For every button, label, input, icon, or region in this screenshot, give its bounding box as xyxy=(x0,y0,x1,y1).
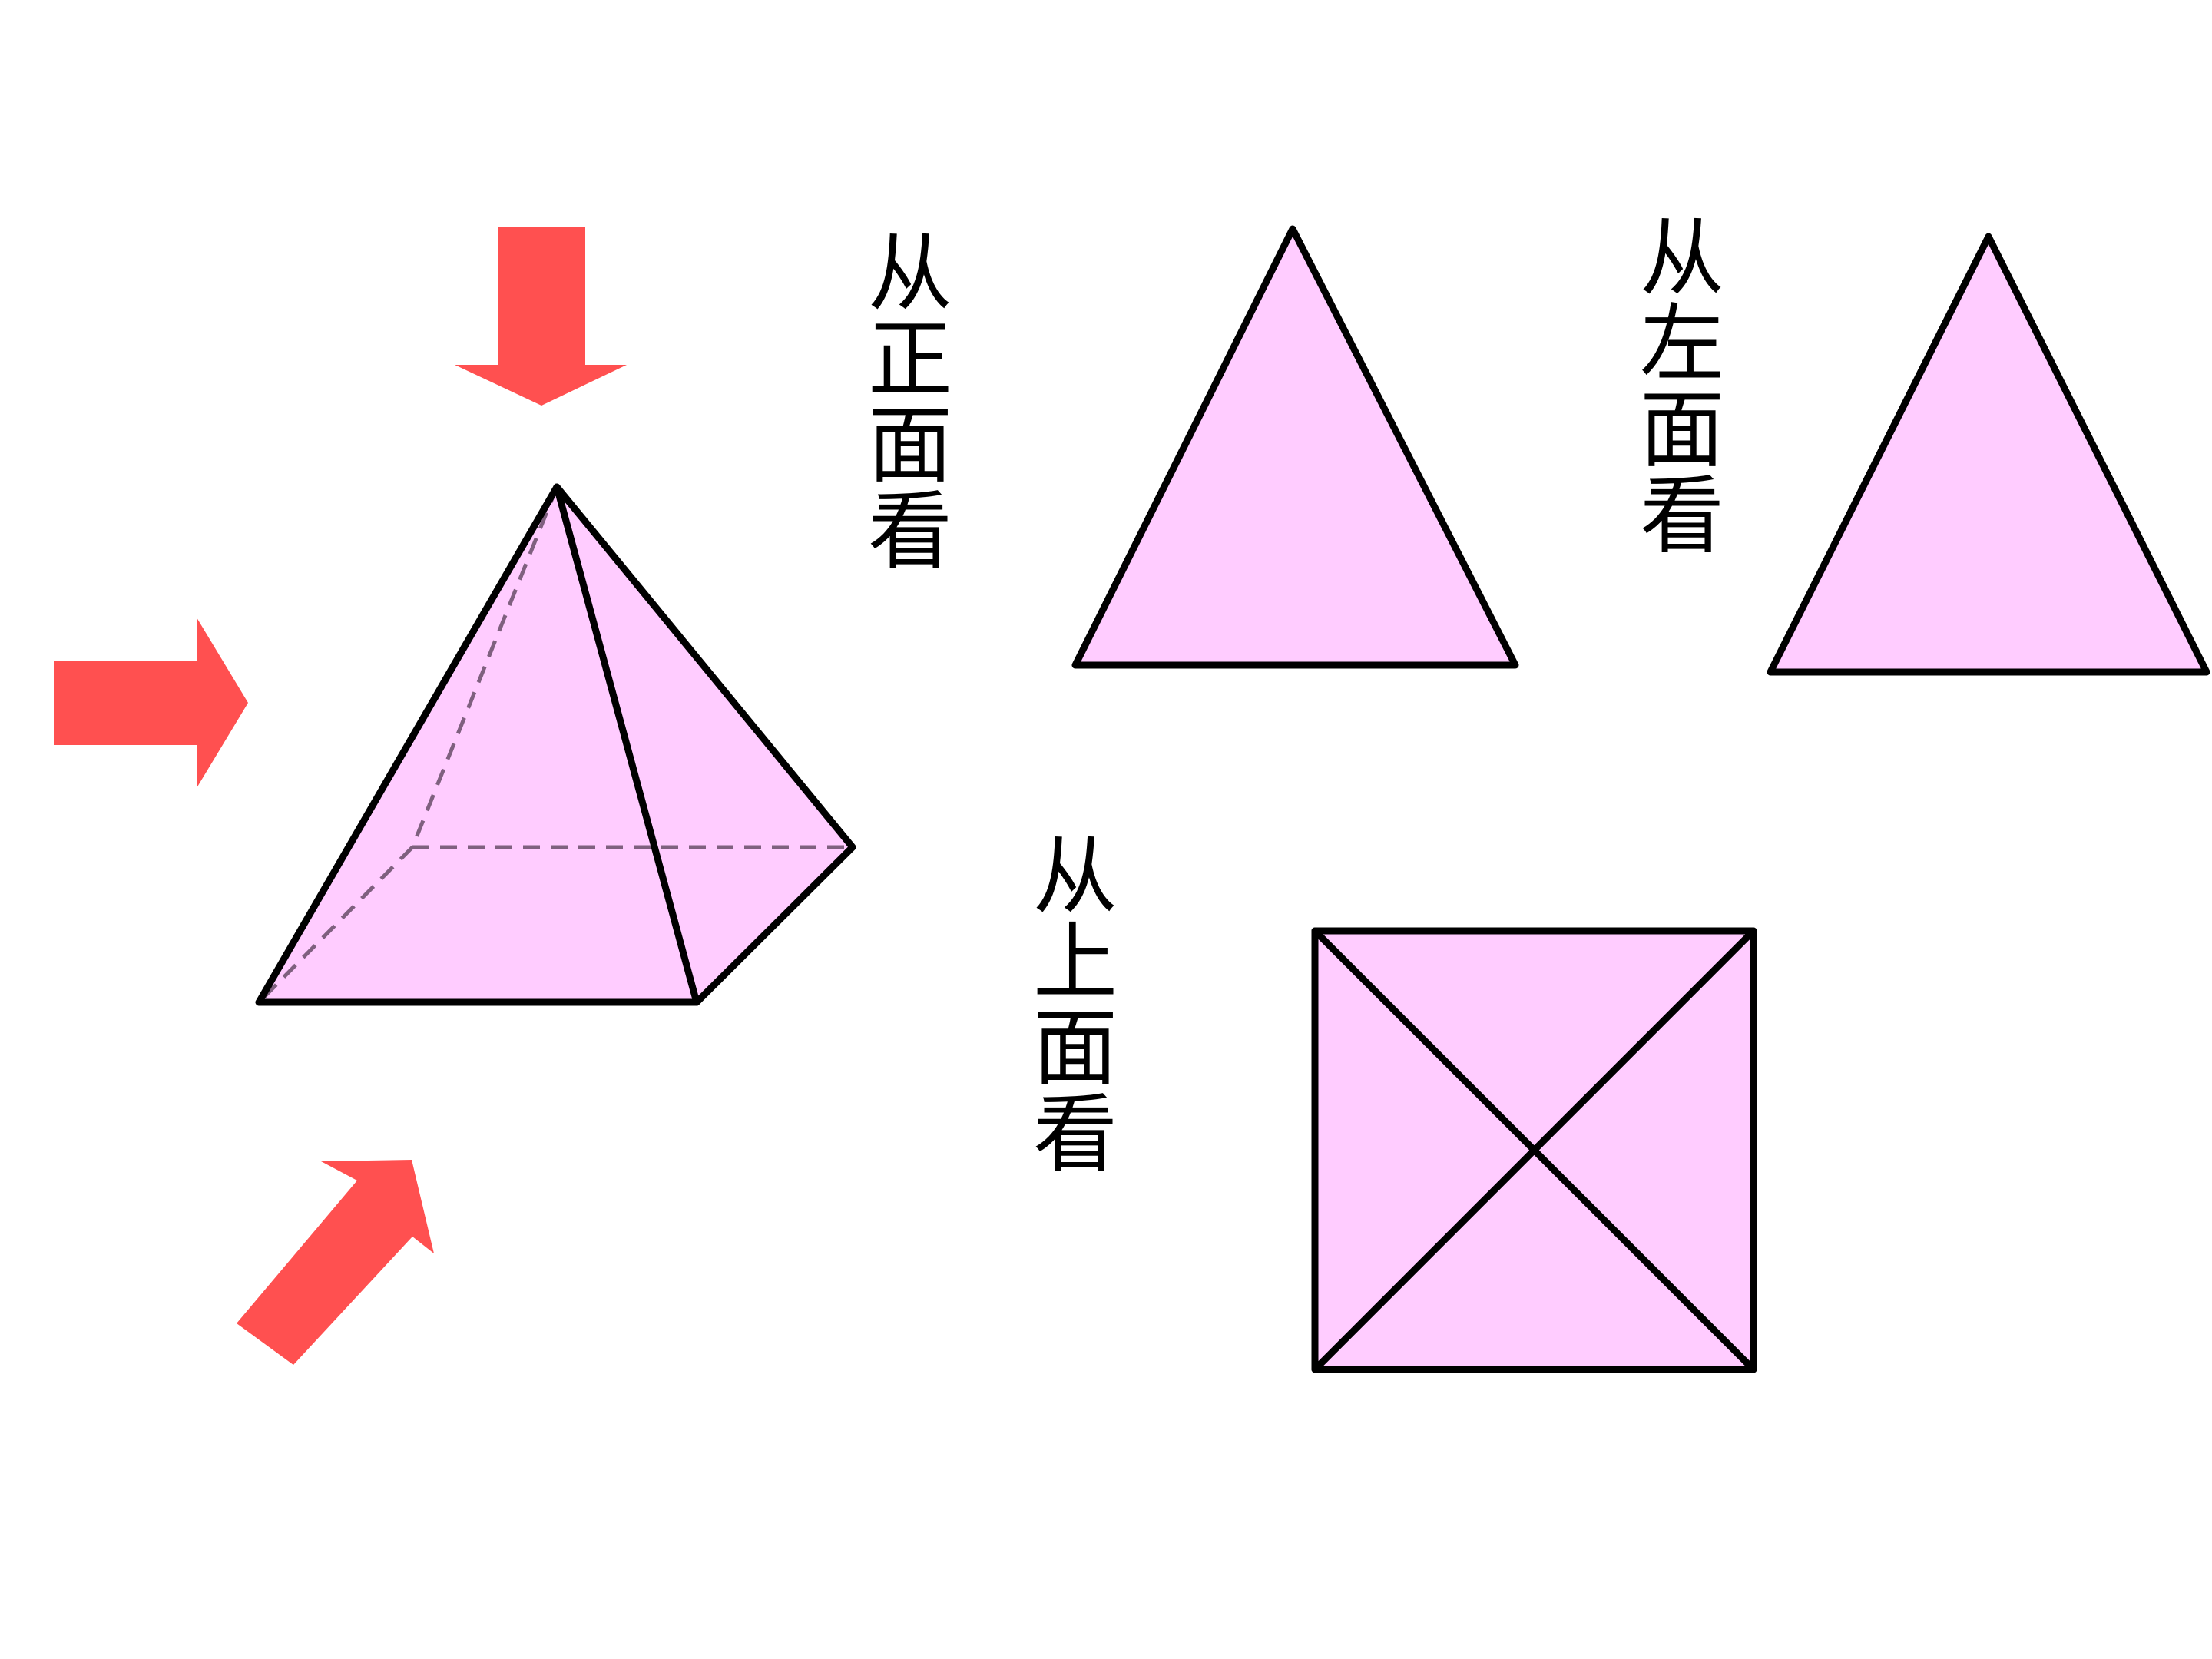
label-left-view: 从左面看 xyxy=(1640,209,1724,565)
top-view-square xyxy=(1311,927,1757,1373)
pyramid-hidden-edge xyxy=(410,486,559,848)
pyramid-right-face xyxy=(557,487,853,1002)
top-view-diagonal xyxy=(1311,927,1757,1373)
arrow-from-front xyxy=(237,1160,434,1365)
arrow-from-left xyxy=(54,618,248,788)
front-view-triangle xyxy=(1071,225,1519,669)
square-pyramid xyxy=(255,483,856,1006)
left-view-triangle xyxy=(1767,233,2210,676)
pyramid-visible-edges xyxy=(255,483,700,1006)
arrow-from-top xyxy=(455,227,627,406)
label-top-view: 从上面看 xyxy=(1033,827,1118,1184)
label-front-view: 从正面看 xyxy=(868,224,952,581)
pyramid-visible-edges xyxy=(553,483,856,1006)
pyramid-front-face xyxy=(259,487,697,1002)
pyramid-hidden-edge xyxy=(257,846,414,1004)
